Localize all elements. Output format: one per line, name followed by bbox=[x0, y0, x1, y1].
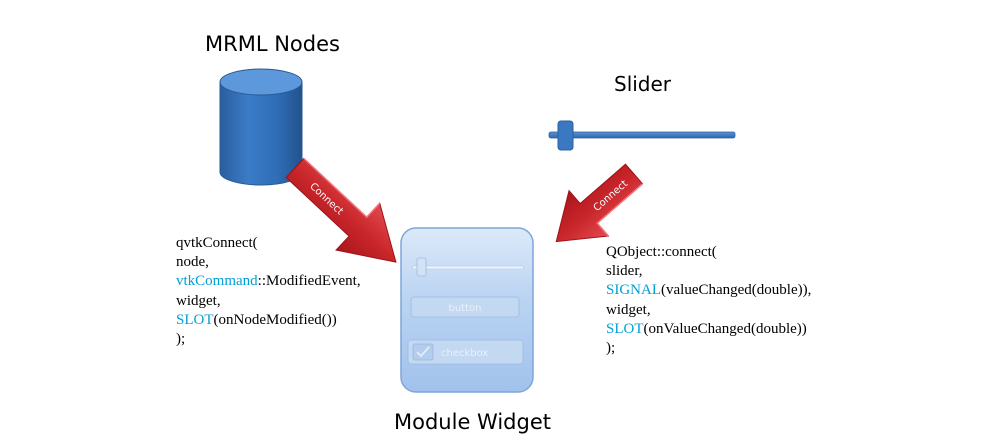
code-line: widget, bbox=[176, 292, 221, 309]
widget-slider-handle[interactable] bbox=[416, 257, 427, 277]
code-line: ); bbox=[606, 340, 616, 357]
checkbox-box[interactable] bbox=[412, 343, 434, 361]
code-line: node, bbox=[176, 254, 209, 271]
widget-button[interactable]: button bbox=[410, 296, 520, 318]
module-widget-title: Module Widget bbox=[394, 410, 551, 434]
code-line: slider, bbox=[606, 263, 643, 280]
code-line: SLOT(onNodeModified()) bbox=[176, 311, 361, 330]
code-text: (onNodeModified()) bbox=[213, 311, 337, 328]
check-mark-icon bbox=[416, 346, 430, 358]
code-text: (onValueChanged(double)) bbox=[643, 320, 807, 337]
slider-handle[interactable] bbox=[557, 120, 574, 151]
code-keyword: SLOT bbox=[176, 311, 214, 328]
code-line: SLOT(onValueChanged(double)) bbox=[606, 320, 811, 339]
code-keyword: vtkCommand bbox=[176, 273, 258, 290]
qvtk-connect-code: qvtkConnect( node, vtkCommand::ModifiedE… bbox=[176, 234, 361, 349]
widget-slider-track[interactable] bbox=[411, 265, 525, 270]
code-line: qvtkConnect( bbox=[176, 235, 258, 251]
widget-button-label: button bbox=[449, 303, 482, 314]
widget-checkbox-label: checkbox bbox=[441, 348, 488, 359]
slider-track bbox=[548, 131, 736, 139]
code-keyword: SIGNAL bbox=[606, 282, 661, 299]
code-keyword: SLOT bbox=[606, 320, 644, 337]
code-text: (valueChanged(double)), bbox=[661, 282, 812, 299]
slider-title: Slider bbox=[614, 72, 672, 96]
code-line: SIGNAL(valueChanged(double)), bbox=[606, 281, 811, 300]
module-widget-panel: button checkbox bbox=[400, 227, 534, 393]
mrml-nodes-title: MRML Nodes bbox=[205, 32, 340, 56]
code-line: QObject::connect( bbox=[606, 244, 717, 260]
code-text: ::ModifiedEvent, bbox=[257, 273, 361, 290]
code-line: widget, bbox=[606, 301, 651, 318]
widget-checkbox[interactable]: checkbox bbox=[407, 339, 524, 365]
code-line: ); bbox=[176, 331, 186, 348]
slider-control[interactable] bbox=[548, 120, 736, 151]
qobject-connect-code: QObject::connect( slider, SIGNAL(valueCh… bbox=[606, 243, 811, 358]
code-line: vtkCommand::ModifiedEvent, bbox=[176, 272, 361, 291]
database-icon bbox=[219, 68, 303, 186]
